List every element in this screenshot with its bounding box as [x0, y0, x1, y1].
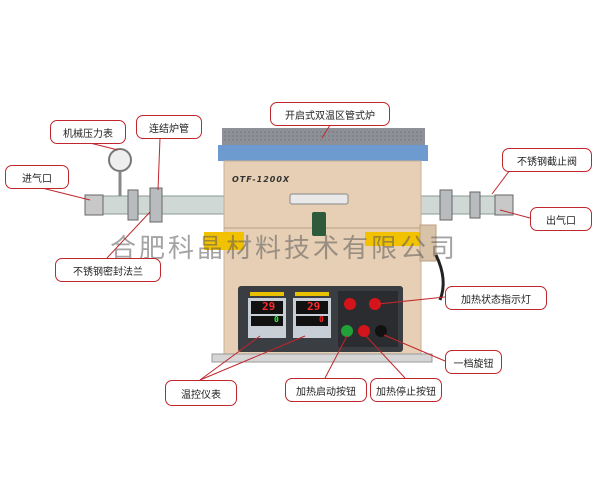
left-flange [149, 187, 163, 223]
controller-2-sv: 0 [319, 315, 324, 324]
controller-1-sv: 0 [274, 315, 279, 324]
model-plate: OTF-1200X [232, 175, 291, 184]
heating-indicator-lamp-2 [369, 298, 381, 310]
heating-start-button[interactable] [341, 325, 353, 337]
heating-indicator-lamp-1 [344, 298, 356, 310]
watermark: 合肥科晶材料技术有限公司 [110, 234, 459, 264]
power-cable [434, 254, 445, 301]
callout-temperature-controller: 温控仪表 [165, 380, 237, 406]
controller-1-pv: 29 [262, 300, 276, 313]
callout-gas-outlet: 出气口 [530, 207, 592, 231]
callout-start-button: 加热启动按钮 [285, 378, 367, 402]
right-flange [439, 189, 453, 221]
base-plate [211, 353, 433, 363]
lid-handle[interactable] [289, 193, 349, 205]
top-vent-grille [222, 128, 425, 146]
callout-furnace: 开启式双温区管式炉 [270, 102, 390, 126]
warning-label-right [365, 232, 420, 246]
right-clamp [469, 191, 481, 219]
callout-sealing-flange: 不锈钢密封法兰 [55, 258, 161, 282]
controller-2-pv: 29 [307, 300, 321, 313]
callout-pressure-gauge: 机械压力表 [50, 120, 126, 144]
callout-gas-inlet: 进气口 [5, 165, 69, 189]
pressure-gauge [108, 148, 132, 172]
one-position-knob[interactable] [375, 325, 387, 337]
callout-stop-button: 加热停止按钮 [370, 378, 442, 402]
callout-heating-indicator: 加热状态指示灯 [445, 286, 547, 310]
inlet-valve [84, 194, 104, 216]
left-clamp [127, 189, 139, 221]
blue-lid-band [218, 145, 428, 161]
callout-stop-valve: 不锈钢截止阀 [502, 148, 592, 172]
callout-furnace-tube: 连结炉管 [136, 115, 202, 139]
warning-label-left [204, 232, 244, 250]
outlet-valve [494, 194, 514, 216]
callout-knob: 一档旋钮 [445, 350, 502, 374]
heating-stop-button[interactable] [358, 325, 370, 337]
lid-latch[interactable] [312, 212, 326, 236]
